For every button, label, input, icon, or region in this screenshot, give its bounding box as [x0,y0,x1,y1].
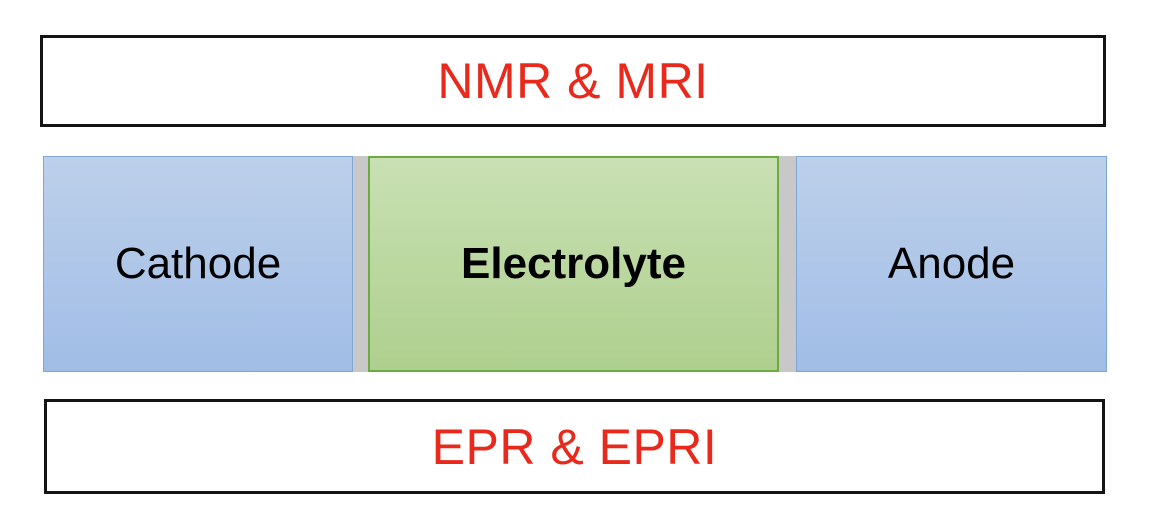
nmr-mri-label: NMR & MRI [437,53,709,109]
electrolyte-label: Electrolyte [461,239,686,288]
epr-epri-box: EPR & EPRI [44,399,1105,494]
cathode-block: Cathode [43,156,353,372]
electrolyte-block: Electrolyte [368,156,779,372]
battery-cell-diagram: Cathode Electrolyte Anode [43,156,1107,372]
nmr-mri-box: NMR & MRI [40,35,1106,127]
cathode-label: Cathode [114,239,282,288]
anode-label: Anode [887,239,1016,288]
epr-epri-label: EPR & EPRI [431,418,718,475]
anode-block: Anode [796,156,1107,372]
